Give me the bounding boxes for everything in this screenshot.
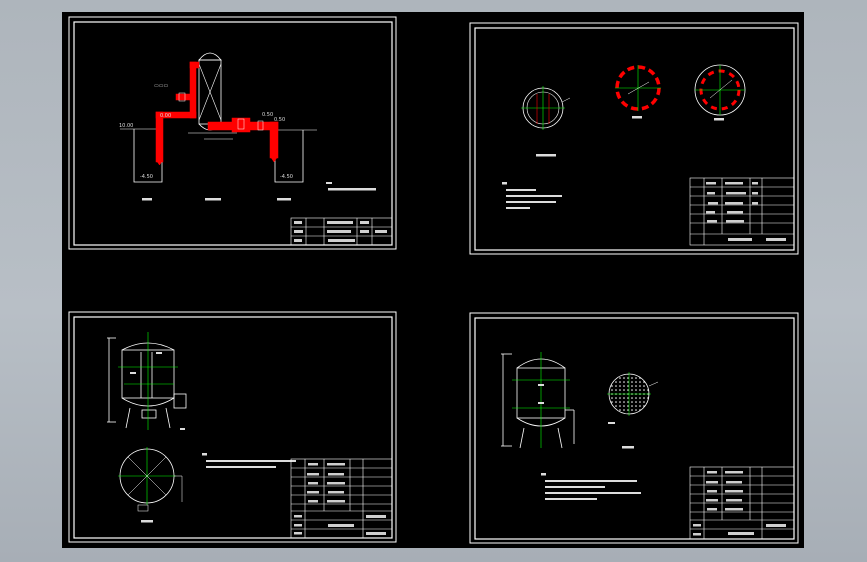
- sheet-2-parts-text: [706, 182, 786, 241]
- inlet-label: ▭▭▭: [154, 83, 168, 89]
- detail-circle-3: [694, 64, 746, 121]
- elevation-label: 0.50: [274, 117, 285, 123]
- sheet-3[interactable]: [68, 311, 397, 543]
- sheet-3-outer-frame: [68, 311, 397, 543]
- sheet-1-inner-frame: [73, 21, 393, 246]
- vessel-labels: [130, 352, 185, 430]
- vessel-elevation: [107, 337, 187, 429]
- tank-head-top: [198, 52, 222, 61]
- elevation-label: 0.00: [160, 113, 171, 119]
- sheet-3-inner-frame: [73, 316, 393, 539]
- vessel-elevation-2: [501, 353, 575, 449]
- sheet-4-inner-frame: [474, 317, 795, 540]
- sheet-2-outer-frame: [469, 22, 799, 255]
- detail-circle-2: [615, 65, 661, 119]
- valve-markers: [178, 92, 264, 140]
- elevation-label: -4.50: [280, 174, 293, 180]
- sheet-1-captions: [142, 182, 376, 201]
- sheet-1-title-block: [290, 217, 393, 246]
- vessel-2-labels: [538, 384, 544, 404]
- sheet-1-title-text: [294, 221, 387, 242]
- sheet-3-notes: [202, 453, 296, 468]
- sheet-3-parts-table: [290, 458, 393, 539]
- sheet-3-parts-text: [294, 463, 386, 535]
- process-piping: [155, 61, 279, 166]
- sheet-4[interactable]: [469, 312, 799, 544]
- elevation-label: -4.50: [140, 174, 153, 180]
- sheet-2-parts-table: [689, 177, 795, 246]
- sheet-2-notes: [502, 182, 562, 209]
- tank-hatch: [198, 63, 222, 121]
- sheet-4-notes: [541, 473, 641, 500]
- sheet-1[interactable]: 10.00 0.00 0.50 0.50 -4.50 -4.50 ▭▭▭: [68, 16, 397, 250]
- drawing-canvas[interactable]: 10.00 0.00 0.50 0.50 -4.50 -4.50 ▭▭▭: [62, 12, 804, 548]
- sheet-2-inner-frame: [474, 27, 795, 251]
- sheet-4-parts-text: [693, 471, 786, 536]
- detail-circle-1: [521, 86, 571, 157]
- elevation-label: 0.50: [262, 112, 273, 118]
- sheet-4-parts-table: [689, 466, 795, 540]
- sheet-4-outer-frame: [469, 312, 799, 544]
- drawing-svg: 10.00 0.00 0.50 0.50 -4.50 -4.50 ▭▭▭: [68, 16, 799, 544]
- perforated-plate: [607, 372, 659, 449]
- elevation-label: 10.00: [119, 123, 133, 129]
- sheet-2[interactable]: [469, 22, 799, 255]
- sheet-1-outer-frame: [68, 16, 397, 250]
- vessel-plan-circle: [118, 447, 183, 523]
